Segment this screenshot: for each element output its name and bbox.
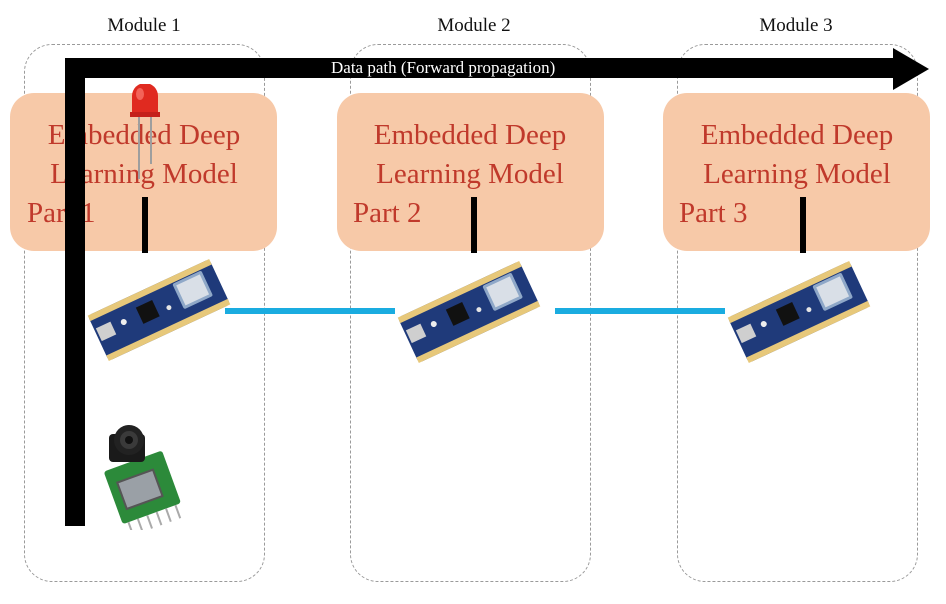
link-module-1-2 xyxy=(225,308,395,314)
camera-module-icon xyxy=(104,425,182,530)
model-2-connector xyxy=(471,197,477,253)
link-module-2-3 xyxy=(555,308,725,314)
model-1-connector xyxy=(142,197,148,253)
model-2-part: Part 2 xyxy=(353,197,422,229)
data-path-arrowhead xyxy=(893,48,929,90)
model-3-connector xyxy=(800,197,806,253)
model-part-3-box xyxy=(663,93,930,251)
data-path-horizontal xyxy=(65,58,895,78)
module-2-title: Module 2 xyxy=(437,15,511,36)
model-3-line-2: Learning Model xyxy=(703,158,891,190)
data-path-vertical xyxy=(65,58,85,526)
led-icon xyxy=(130,84,160,179)
model-2-line-1: Embedded Deep xyxy=(373,119,567,151)
microcontroller-board-icon xyxy=(727,261,871,363)
model-part-2-box xyxy=(337,93,604,251)
module-3-title: Module 3 xyxy=(759,15,833,36)
model-3-part: Part 3 xyxy=(679,197,748,229)
model-3-line-1: Embedded Deep xyxy=(700,119,894,151)
microcontroller-board-icon xyxy=(397,261,541,363)
microcontroller-board-icon xyxy=(87,259,231,361)
data-path-label: Data path (Forward propagation) xyxy=(331,58,556,77)
module-1-title: Module 1 xyxy=(107,15,181,36)
model-1-part: Part 1 xyxy=(27,197,96,229)
model-2-line-2: Learning Model xyxy=(376,158,564,190)
